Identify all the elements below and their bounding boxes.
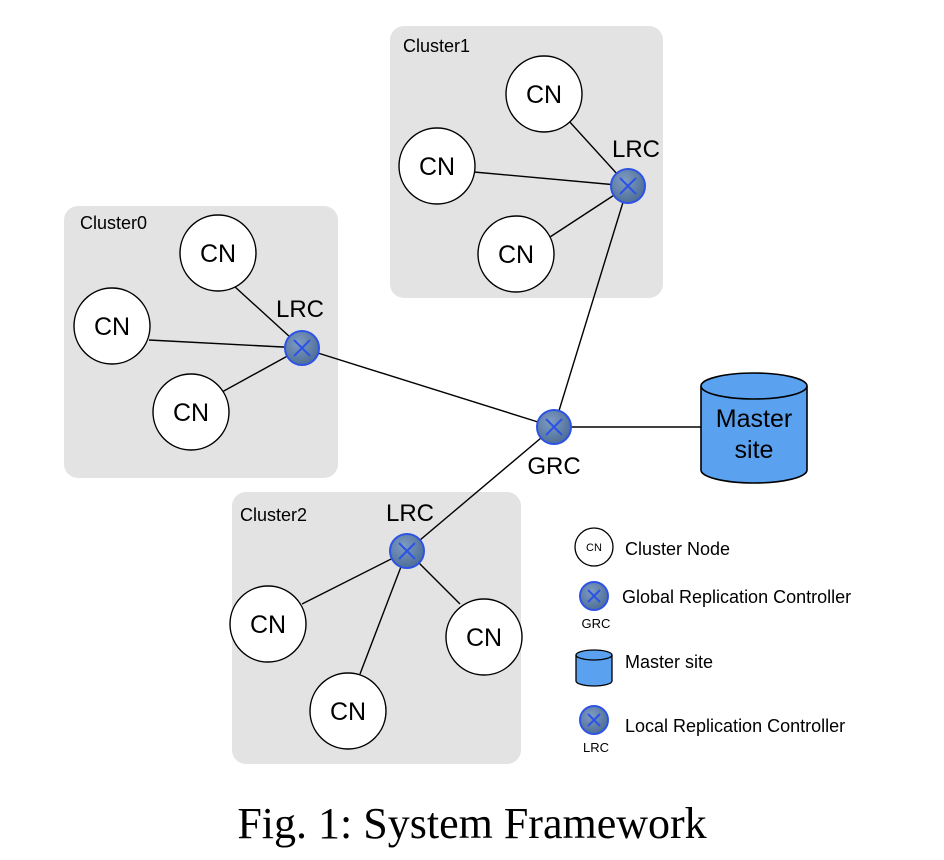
- svg-text:CN: CN: [94, 313, 130, 341]
- svg-text:CN: CN: [173, 399, 209, 427]
- cluster-node: CN: [179, 214, 257, 292]
- cluster-node: CN: [477, 215, 555, 293]
- svg-text:CN: CN: [526, 81, 562, 109]
- edge-c2-bottom: [359, 550, 408, 675]
- master-site-cylinder: [700, 372, 808, 484]
- grc-label: GRC: [527, 453, 580, 480]
- cluster-node: CN: [73, 287, 151, 365]
- cluster-node: CN: [152, 373, 230, 451]
- legend-grc-label: Global Replication Controller: [622, 587, 851, 607]
- cluster2-box: [232, 492, 521, 764]
- master-site-line2: site: [735, 436, 774, 464]
- lrc-label-cluster2: LRC: [386, 500, 434, 527]
- cluster2-label: Cluster2: [240, 505, 307, 525]
- svg-text:CN: CN: [419, 153, 455, 181]
- svg-text:CN: CN: [586, 542, 602, 554]
- grc-controller: [536, 409, 572, 445]
- edge-c0-left: [148, 339, 303, 349]
- cluster-node: CN: [505, 55, 583, 133]
- edge-lrc1-grc: [553, 185, 629, 428]
- master-site-line1: Master: [716, 405, 792, 433]
- edge-lrc2-grc: [406, 426, 555, 552]
- lrc-cluster1: [610, 168, 646, 204]
- figure-caption: Fig. 1: System Framework: [237, 799, 707, 848]
- legend-grc-symbol: [579, 581, 609, 611]
- lrc-label-cluster0: LRC: [276, 296, 324, 323]
- legend-grc-sub: GRC: [582, 616, 611, 631]
- svg-text:CN: CN: [330, 698, 366, 726]
- legend: CN Cluster Node GRC Global Replication C…: [574, 527, 851, 755]
- edge-lrc0-grc: [301, 347, 555, 428]
- cluster-node: CN: [398, 127, 476, 205]
- cluster-node: CN: [445, 598, 523, 676]
- legend-lrc-symbol: [579, 705, 609, 735]
- lrc-cluster0: [284, 330, 320, 366]
- edge-c1-left: [473, 171, 629, 187]
- legend-lrc-label: Local Replication Controller: [625, 716, 845, 736]
- cluster0-box: [64, 206, 338, 478]
- svg-text:CN: CN: [498, 241, 534, 269]
- edge-c2-left: [301, 550, 408, 605]
- legend-master-site-symbol: [575, 649, 613, 687]
- legend-cluster-node-label: Cluster Node: [625, 539, 730, 559]
- svg-text:CN: CN: [466, 624, 502, 652]
- cluster1-label: Cluster1: [403, 36, 470, 56]
- cluster-node: CN: [229, 585, 307, 663]
- legend-lrc-sub: LRC: [583, 740, 609, 755]
- legend-cluster-node-symbol: CN: [574, 527, 614, 567]
- lrc-cluster2: [389, 533, 425, 569]
- cluster1-box: [390, 26, 663, 298]
- svg-text:CN: CN: [200, 240, 236, 268]
- lrc-label-cluster1: LRC: [612, 136, 660, 163]
- svg-text:CN: CN: [250, 611, 286, 639]
- cluster0-label: Cluster0: [80, 213, 147, 233]
- legend-master-site-label: Master site: [625, 652, 713, 672]
- cluster-node: CN: [309, 672, 387, 750]
- diagram-canvas: Cluster0 Cluster1 Cluster2 CN CN CN: [64, 26, 851, 764]
